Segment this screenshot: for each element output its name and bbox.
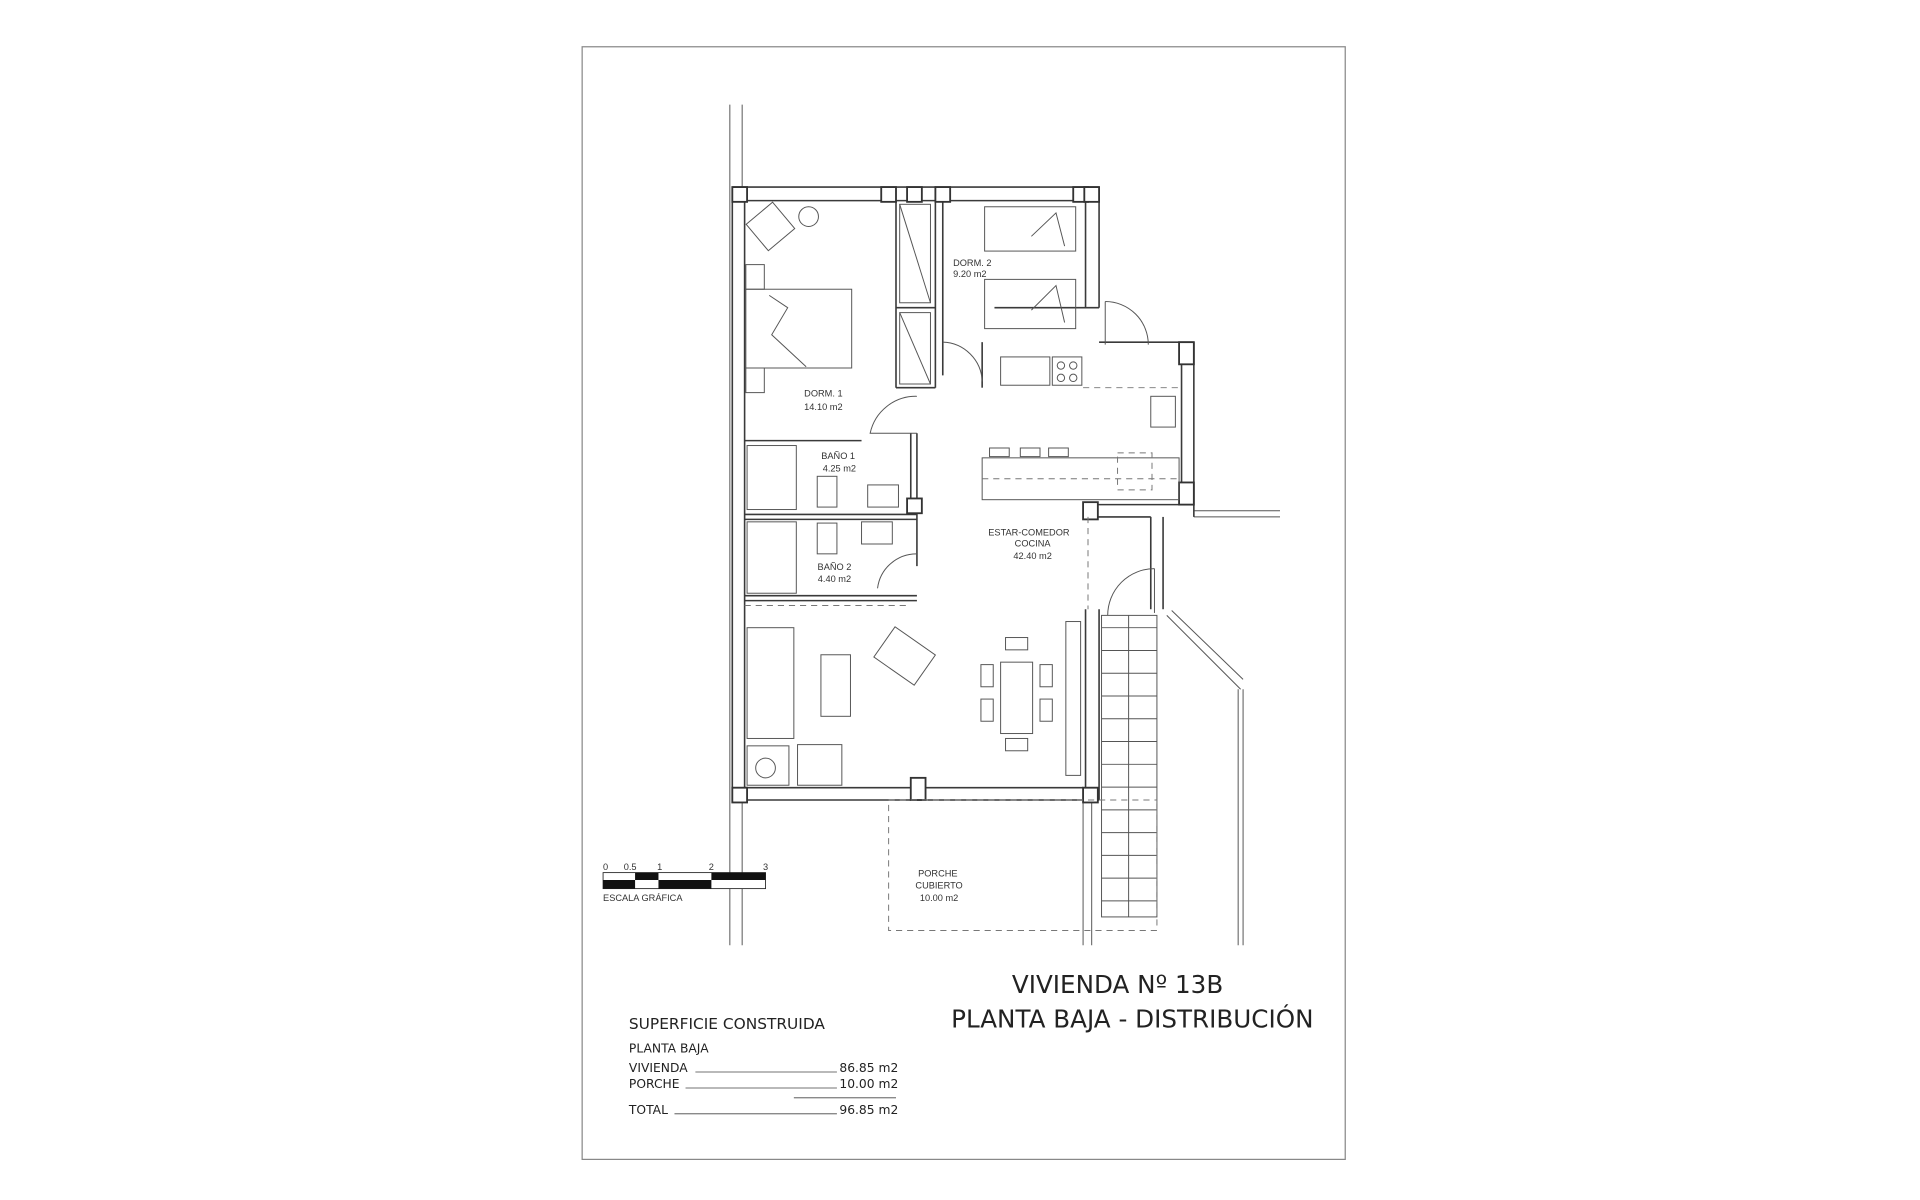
room-bano1-name: BAÑO 1: [821, 451, 855, 461]
room-dorm1-name: DORM. 1: [804, 388, 842, 398]
room-dorm2-name: DORM. 2: [953, 258, 991, 268]
scale-tick-0.5: 0.5: [624, 862, 637, 872]
room-dorm2-area: 9.20 m2: [953, 269, 986, 279]
room-porch-name2: CUBIERTO: [915, 881, 962, 891]
surface-row-label: TOTAL: [628, 1103, 668, 1117]
room-bano2-area: 4.40 m2: [818, 574, 851, 584]
surface-row-label: PORCHE: [629, 1077, 680, 1091]
scale-tick-2: 2: [709, 862, 714, 872]
title-line2: PLANTA BAJA - DISTRIBUCIÓN: [951, 1004, 1313, 1034]
room-labels: DORM. 1 14.10 m2 DORM. 2 9.20 m2 BAÑO 1 …: [804, 258, 1070, 903]
surface-subheading: PLANTA BAJA: [629, 1041, 709, 1055]
scale-bar: 0 0.5 1 2 3 ESCALA GRÁFICA: [602, 862, 768, 903]
stairs: [1101, 614, 1158, 918]
surface-table: SUPERFICIE CONSTRUIDA PLANTA BAJA VIVIEN…: [628, 1015, 898, 1117]
doors: [869, 301, 1155, 616]
room-dorm1-area: 14.10 m2: [804, 402, 842, 412]
room-bano1-area: 4.25 m2: [823, 463, 856, 473]
surface-row-value: 96.85 m2: [839, 1103, 898, 1117]
title-block: VIVIENDA Nº 13B PLANTA BAJA - DISTRIBUCI…: [951, 970, 1313, 1033]
room-estar-name2: COCINA: [1015, 538, 1052, 548]
surface-heading: SUPERFICIE CONSTRUIDA: [629, 1015, 825, 1033]
porch-outline: [888, 799, 1158, 931]
room-estar-area: 42.40 m2: [1013, 551, 1051, 561]
furniture: [744, 201, 1182, 786]
surface-row-value: 10.00 m2: [839, 1077, 898, 1091]
site-lines: [729, 104, 1280, 946]
room-porch-name: PORCHE: [918, 868, 957, 878]
walls: [731, 186, 1195, 801]
title-line1: VIVIENDA Nº 13B: [1012, 970, 1223, 999]
room-porch-area: 10.00 m2: [920, 893, 958, 903]
room-estar-name: ESTAR-COMEDOR: [988, 527, 1070, 537]
surface-row-value: 86.85 m2: [839, 1061, 898, 1075]
scale-tick-0: 0: [603, 862, 608, 872]
surface-row-label: VIVIENDA: [629, 1061, 688, 1075]
scale-tick-3: 3: [763, 862, 768, 872]
scale-tick-1: 1: [657, 862, 662, 872]
scale-label: ESCALA GRÁFICA: [603, 893, 683, 903]
columns: [731, 186, 1195, 804]
room-bano2-name: BAÑO 2: [818, 562, 852, 572]
sheet-frame: [581, 46, 1346, 1160]
